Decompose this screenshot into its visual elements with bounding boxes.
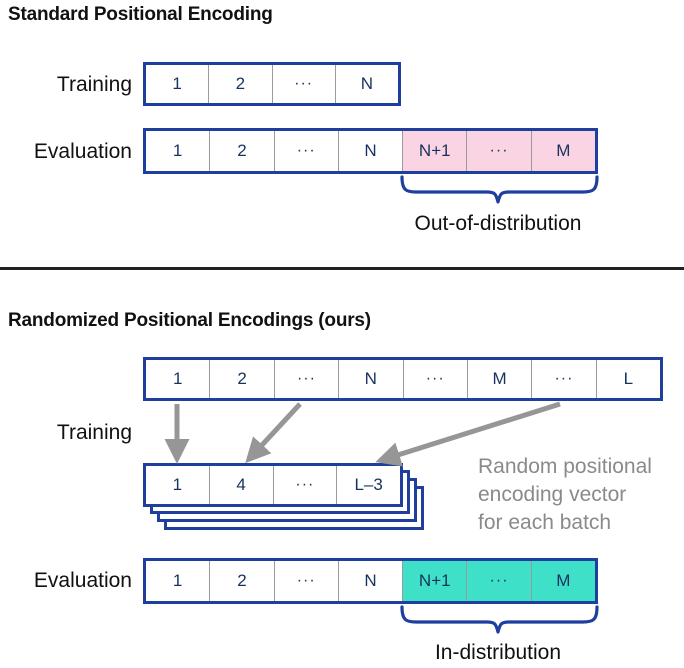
randomized-evaluation-cell-0: 1 (146, 561, 211, 601)
row-label-standard-training: Training (56, 73, 132, 96)
row-label-randomized-training: Training (56, 421, 132, 444)
arrow-sample-2 (245, 402, 302, 464)
annotation-line-1: Random positional (478, 455, 652, 478)
standard-evaluation-cell-5: ··· (467, 131, 532, 171)
randomized-evaluation-cell-1: 2 (210, 561, 275, 601)
randomized-sampled-cell-1: 4 (209, 466, 274, 504)
randomized-full-cell-7: L (596, 360, 660, 398)
standard-evaluation-cell-6: M (531, 131, 595, 171)
randomized-evaluation-cell-4: N+1 (403, 561, 468, 601)
brace-in-distribution (400, 605, 599, 634)
annotation-line-3: for each batch (478, 511, 612, 534)
arrow-sample-3 (375, 401, 561, 467)
randomized-sampled-cell-2: ··· (273, 466, 338, 504)
standard-evaluation-cell-3: N (338, 131, 404, 171)
section-divider (0, 267, 684, 270)
brace-caption-in-distribution: In-distribution (434, 641, 562, 664)
randomized-full-cell-4: ··· (403, 360, 468, 398)
randomized-full-cell-2: ··· (274, 360, 340, 398)
randomized-full-cell-5: M (467, 360, 533, 398)
row-label-standard-evaluation: Evaluation (33, 140, 132, 163)
brace-out-of-distribution (400, 175, 599, 204)
standard-evaluation-cell-2: ··· (274, 131, 339, 171)
randomized-evaluation-cell-3: N (338, 561, 404, 601)
standard-evaluation-cell-1: 2 (210, 131, 275, 171)
standard-training-cell-1: 2 (209, 65, 273, 103)
standard-training-cell-3: N (335, 65, 398, 103)
standard-evaluation-cell-0: 1 (146, 131, 211, 171)
randomized-evaluation-cell-5: ··· (467, 561, 532, 601)
randomized-evaluation-cell-2: ··· (274, 561, 339, 601)
standard-training-cell-0: 1 (146, 65, 210, 103)
annotation-random-encoding-note: Random positional encoding vector for ea… (478, 453, 652, 537)
standard-evaluation-cell-4: N+1 (403, 131, 468, 171)
randomized-evaluation-cell-6: M (531, 561, 595, 601)
annotation-line-2: encoding vector (478, 483, 627, 506)
brace-caption-out-of-distribution: Out-of-distribution (414, 212, 582, 235)
randomized-full-cell-3: N (339, 360, 404, 398)
randomized-full-cell-0: 1 (146, 360, 211, 398)
row-label-randomized-evaluation: Evaluation (33, 569, 132, 592)
randomized-full-cell-6: ··· (532, 360, 597, 398)
section-title-randomized: Randomized Positional Encodings (ours) (8, 310, 371, 331)
section-title-standard: Standard Positional Encoding (8, 4, 273, 25)
randomized-sampled-cell-3: L–3 (337, 466, 400, 504)
randomized-sampled-cell-0: 1 (146, 466, 210, 504)
randomized-full-cell-1: 2 (210, 360, 275, 398)
standard-training-cell-2: ··· (272, 65, 336, 103)
